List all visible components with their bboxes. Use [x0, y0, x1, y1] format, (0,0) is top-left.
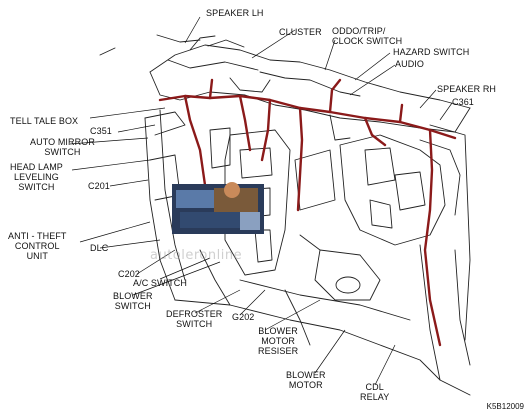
- label-speaker-rh: SPEAKER RH: [437, 84, 497, 94]
- label-cluster: CLUSTER: [279, 27, 322, 37]
- label-c202: C202: [118, 269, 140, 279]
- label-c201: C201: [88, 181, 110, 191]
- label-auto-mirror-switch: AUTO MIRROR SWITCH: [30, 137, 95, 157]
- label-defroster-switch: DEFROSTER SWITCH: [166, 309, 223, 329]
- label-ac-switch: A/C SWITCH: [133, 278, 187, 288]
- label-audio: AUDIO: [395, 59, 425, 69]
- label-cdl-relay: CDL RELAY: [360, 382, 390, 402]
- wiring-harness: [158, 78, 457, 347]
- label-anti-theft-control-unit: ANTI - THEFT CONTROL UNIT: [8, 231, 67, 261]
- label-speaker-lh: SPEAKER LH: [206, 8, 264, 18]
- label-head-lamp-leveling-switch: HEAD LAMP LEVELING SWITCH: [10, 162, 63, 192]
- label-blower-motor-resiser: BLOWER MOTOR RESISER: [258, 326, 299, 356]
- label-blower-switch: BLOWER SWITCH: [113, 291, 153, 311]
- label-blower-motor: BLOWER MOTOR: [286, 370, 326, 390]
- label-tell-tale-box: TELL TALE BOX: [10, 116, 79, 126]
- photo-inset: [172, 182, 264, 234]
- label-oddo-trip-clock-switch: ODDO/TRIP/ CLOCK SWITCH: [332, 26, 403, 46]
- label-g202: G202: [232, 312, 255, 322]
- label-c361: C361: [452, 97, 474, 107]
- label-dlc: DLC: [90, 243, 109, 253]
- leader-lines: [69, 16, 453, 386]
- watermark: autoleronline: [150, 248, 243, 263]
- figure-reference: K5B12009: [486, 402, 524, 411]
- label-hazard-switch: HAZARD SWITCH: [393, 47, 470, 57]
- label-c351: C351: [90, 126, 112, 136]
